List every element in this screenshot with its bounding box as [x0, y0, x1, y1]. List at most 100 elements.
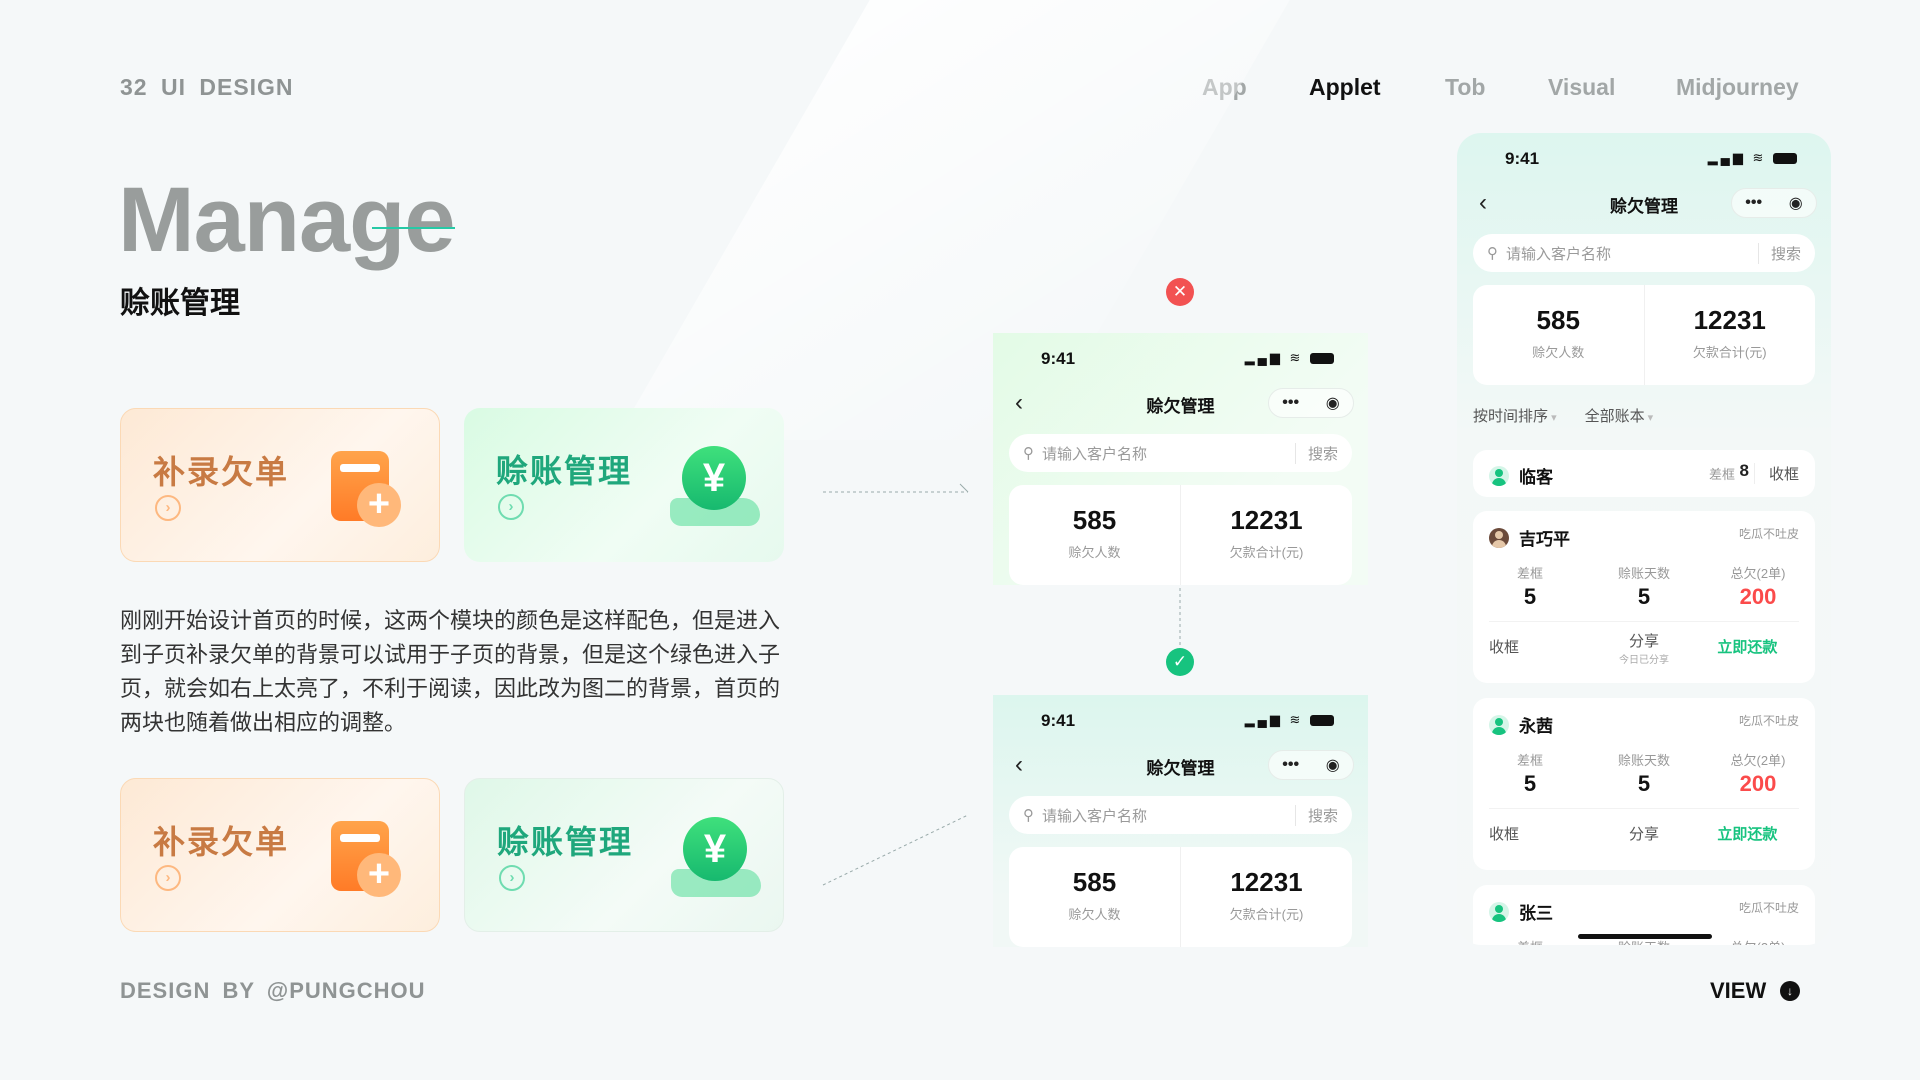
- nav-tob[interactable]: Tob: [1445, 74, 1486, 100]
- stat-label: 欠款合计(元): [1692, 345, 1767, 360]
- nav-title: 赊欠管理: [1146, 759, 1215, 778]
- collect-button[interactable]: 收框: [1489, 639, 1520, 656]
- credit-manage-card[interactable]: 赊账管理 › ¥: [464, 778, 784, 932]
- wifi-icon: ≋: [1752, 150, 1767, 165]
- search-icon: ⚲: [1023, 445, 1034, 462]
- stat-label: 赊欠人数: [1068, 545, 1121, 560]
- nav-visual[interactable]: Visual: [1548, 74, 1616, 100]
- col-label: 总欠(2单): [1730, 753, 1786, 768]
- stat-value: 585: [1072, 867, 1117, 897]
- back-icon[interactable]: ‹: [1015, 389, 1023, 416]
- search-button[interactable]: 搜索: [1757, 242, 1801, 264]
- ledger-tag: 吃瓜不吐皮: [1738, 901, 1799, 915]
- mini-program-capsule[interactable]: ••• ◉: [1268, 388, 1354, 418]
- search-bar[interactable]: ⚲ 请输入客户名称 搜索: [1009, 434, 1352, 472]
- battery-icon: [1310, 715, 1334, 727]
- card-title: 补录欠单: [153, 824, 290, 860]
- close-target-icon[interactable]: ◉: [1325, 757, 1340, 774]
- close-target-icon[interactable]: ◉: [1788, 195, 1803, 212]
- page-subtitle: 赊账管理: [120, 287, 240, 320]
- card-title: 赊账管理: [496, 453, 633, 489]
- arrow-down-icon[interactable]: ↓: [1780, 981, 1800, 1001]
- more-icon[interactable]: •••: [1282, 756, 1300, 773]
- back-icon[interactable]: ‹: [1015, 751, 1023, 778]
- wifi-icon: ≋: [1289, 712, 1304, 727]
- search-input[interactable]: 请输入客户名称: [1506, 245, 1612, 263]
- search-button[interactable]: 搜索: [1294, 442, 1338, 464]
- accent-line: [372, 227, 455, 229]
- ledger-tag: 吃瓜不吐皮: [1738, 714, 1799, 728]
- col-value: 5: [1637, 771, 1651, 796]
- signal-icon: ▂▄▆: [1244, 712, 1283, 727]
- stat-label: 欠款合计(元): [1229, 545, 1304, 560]
- sort-by-time-dropdown[interactable]: 按时间排序: [1473, 405, 1557, 426]
- filter-bar: 按时间排序 全部账本: [1473, 405, 1653, 426]
- col-value: 5: [1523, 584, 1537, 609]
- share-button[interactable]: 分享: [1628, 826, 1659, 843]
- col-label: 赊账天数: [1617, 566, 1670, 581]
- home-indicator: [1578, 934, 1712, 939]
- search-icon: ⚲: [1023, 807, 1034, 824]
- nav-title: 赊欠管理: [1610, 197, 1678, 216]
- col-label: 赊账天数: [1587, 937, 1701, 945]
- arrow-right-icon: ›: [499, 865, 525, 891]
- status-icons: ▂▄▆ ≋: [1708, 150, 1797, 166]
- nav-applet[interactable]: Applet: [1309, 74, 1381, 100]
- share-status: 今日已分享: [1618, 655, 1669, 666]
- col-label: 差框: [1516, 566, 1543, 581]
- stat-value: 585: [1536, 305, 1580, 335]
- user-avatar-icon: [1489, 714, 1509, 735]
- design-credit: DESIGN BY @PUNGCHOU: [120, 978, 426, 1003]
- diff-label: 差框: [1708, 467, 1735, 482]
- stat-value: 12231: [1230, 867, 1303, 897]
- battery-icon: [1773, 153, 1797, 165]
- yen-coin-icon: ¥: [683, 817, 747, 881]
- repay-button[interactable]: 立即还款: [1717, 826, 1778, 843]
- wrong-icon: ✕: [1166, 278, 1194, 306]
- check-icon: ✓: [1166, 648, 1194, 676]
- more-icon[interactable]: •••: [1745, 194, 1763, 211]
- walkin-customer-row[interactable]: 临客 差框 8 收框: [1473, 450, 1815, 497]
- add-debt-card[interactable]: 补录欠单 › +: [120, 408, 440, 562]
- search-input[interactable]: 请输入客户名称: [1042, 807, 1148, 825]
- description: 刚刚开始设计首页的时候，这两个模块的颜色是这样配色，但是进入到子页补录欠单的背景…: [120, 608, 781, 735]
- user-avatar-icon: [1489, 465, 1509, 486]
- search-input[interactable]: 请输入客户名称: [1042, 445, 1148, 463]
- add-debt-card[interactable]: 补录欠单 › +: [120, 778, 440, 932]
- customer-name: 吉巧平: [1519, 530, 1570, 549]
- stat-value: 12231: [1230, 505, 1303, 535]
- share-label: 分享: [1628, 633, 1659, 650]
- view-link[interactable]: VIEW: [1710, 978, 1767, 1003]
- repay-button[interactable]: 立即还款: [1717, 639, 1778, 656]
- wifi-icon: ≋: [1289, 350, 1304, 365]
- card-title: 补录欠单: [153, 454, 290, 490]
- search-bar[interactable]: ⚲ 请输入客户名称 搜索: [1009, 796, 1352, 834]
- status-icons: ▂▄▆ ≋: [1245, 350, 1334, 366]
- status-time: 9:41: [1041, 349, 1076, 368]
- close-target-icon[interactable]: ◉: [1325, 395, 1340, 412]
- col-value: 5: [1637, 584, 1651, 609]
- collect-button[interactable]: 收框: [1489, 826, 1520, 843]
- ledger-dropdown[interactable]: 全部账本: [1585, 405, 1654, 426]
- col-label: 差框: [1473, 937, 1587, 945]
- search-bar[interactable]: ⚲请输入客户名称搜索: [1473, 234, 1815, 272]
- search-button[interactable]: 搜索: [1294, 804, 1338, 826]
- mini-program-capsule[interactable]: ••• ◉: [1731, 188, 1817, 218]
- share-button[interactable]: 分享今日已分享: [1592, 630, 1695, 666]
- collect-button[interactable]: 收框: [1753, 463, 1799, 484]
- card-title: 赊账管理: [497, 824, 634, 860]
- ledger-tag: 吃瓜不吐皮: [1738, 527, 1799, 541]
- customer-card[interactable]: 张三 吃瓜不吐皮 差框 赊账天数 总欠(2单): [1473, 885, 1815, 945]
- user-avatar-icon: [1489, 901, 1509, 922]
- credit-manage-card[interactable]: 赊账管理 › ¥: [464, 408, 784, 562]
- page-title: Manage: [118, 169, 456, 271]
- plus-icon: +: [357, 853, 401, 897]
- mini-program-capsule[interactable]: ••• ◉: [1268, 750, 1354, 780]
- status-icons: ▂▄▆ ≋: [1245, 712, 1334, 728]
- back-icon[interactable]: ‹: [1479, 189, 1487, 216]
- more-icon[interactable]: •••: [1282, 394, 1300, 411]
- nav-midjourney[interactable]: Midjourney: [1676, 74, 1799, 100]
